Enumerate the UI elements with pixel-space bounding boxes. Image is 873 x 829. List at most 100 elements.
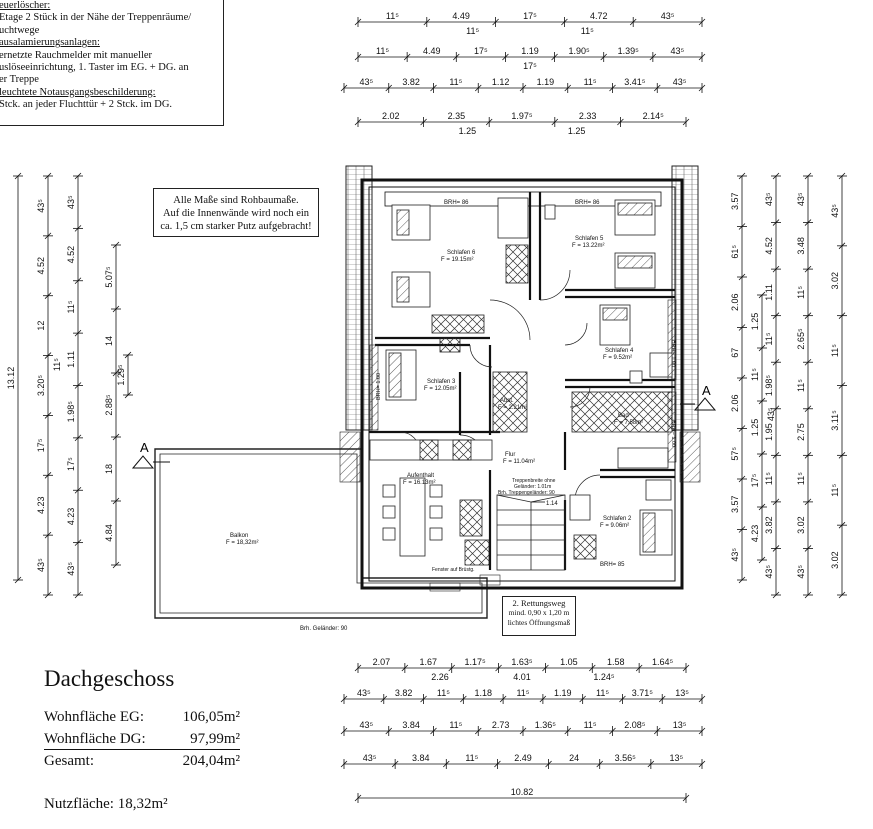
dimension-tick (340, 760, 348, 768)
dimension-label: 1.11 (66, 351, 76, 368)
dimension-tick (112, 369, 120, 377)
dimension-tick (485, 118, 493, 126)
dimension-tick (112, 305, 120, 313)
furniture (369, 197, 673, 566)
brh-label: BRH= 1.00 (670, 340, 676, 367)
dimension-label: 3.84 (402, 720, 420, 730)
dimension-tick (430, 84, 437, 92)
dimension-label: 3.71⁵ (632, 688, 654, 698)
dimension-tick (804, 219, 812, 226)
room-area: F = 2.21m² (498, 405, 527, 411)
dimension-label: 2.49 (514, 753, 532, 763)
usable-area: Nutzfläche: 18,32m² (44, 796, 168, 812)
dimension-tick (460, 695, 467, 703)
summary-label: Wohnfläche EG: (44, 709, 145, 725)
dimension-tick (423, 18, 431, 26)
dimension-sublabel: 43⁵ (766, 407, 776, 421)
dimension-tick (564, 84, 572, 92)
legend-line: Stck. an jeder Fluchttür + 2 Stck. im DG… (0, 99, 173, 111)
dimension-label: 13⁵ (670, 753, 684, 763)
section-markers (131, 397, 717, 469)
dimension-label: 17⁵ (474, 46, 488, 56)
dimension-tick (596, 760, 603, 768)
dimension-tick (551, 53, 558, 61)
dimension-label: 11⁵ (437, 688, 450, 698)
dimension-tick (838, 312, 846, 319)
dimension-tick (609, 727, 616, 735)
room-name: Schlafen 6 (447, 250, 476, 256)
dimension-label: 1.67 (420, 657, 438, 667)
dimension-label: 10.82 (511, 787, 534, 797)
summary-value: 106,05m² (182, 709, 240, 725)
dimension-label: 3.02 (830, 551, 840, 569)
dimension-label: 2.88⁵ (104, 394, 114, 416)
dimension-tick (420, 118, 427, 126)
dimension-label: 1.98⁵ (764, 375, 774, 397)
dimension-tick (738, 374, 746, 382)
dimension-tick (804, 498, 812, 506)
dimension-label: 4.49 (452, 11, 470, 21)
dimension-label: 67 (730, 348, 740, 358)
legend-line: uchtwege (0, 24, 40, 36)
dimension-tick (758, 397, 766, 405)
dimension-label: 4.23 (36, 496, 46, 514)
dimension-tick (653, 727, 661, 735)
dimension-tick (561, 18, 568, 26)
dimension-label: 4.52 (66, 246, 76, 264)
room-name: Bad (618, 413, 629, 419)
dormer-walls (345, 165, 699, 431)
dimension-label: 3.82 (402, 77, 420, 87)
dimension-label: 61⁵ (730, 245, 740, 259)
stair-dim-label: 1.14 (546, 501, 558, 507)
dimension-tick (738, 526, 746, 533)
dimension-sublabel: 11⁵ (466, 26, 479, 36)
dimension-label: 1.19 (554, 688, 572, 698)
dimension-tick (44, 232, 52, 240)
dimension-tick (682, 794, 690, 802)
fire-safety-legend: euerlöscher: Etage 2 Stück in der Nähe d… (0, 0, 224, 126)
dimension-tick (492, 18, 499, 26)
dimension-tick (698, 760, 706, 768)
dimension-label: 1.05 (560, 657, 578, 667)
dimension-tick (804, 405, 812, 413)
dimension-tick (838, 452, 846, 459)
dimension-tick (340, 84, 348, 92)
dimension-label: 11⁵ (584, 720, 597, 730)
dimension-tick (74, 382, 82, 389)
outer-walls (360, 178, 684, 590)
dimension-label: 1.58 (607, 657, 625, 667)
dimension-tick (838, 591, 846, 599)
railing-label: Brh. Geländer: 90 (300, 626, 348, 632)
dimension-tick (354, 664, 362, 672)
dimension-tick (494, 760, 501, 768)
room-area: F = 16.13m² (403, 480, 436, 486)
dimension-tick (380, 695, 388, 703)
brh-label: BRH= 1.00 (670, 420, 676, 447)
dimension-label: 1.64⁵ (652, 657, 674, 667)
dimension-tick (112, 561, 120, 569)
dimension-tick (649, 53, 657, 61)
dimension-tick (609, 84, 616, 92)
dimension-tick (804, 591, 812, 599)
area-summary: Dachgeschoss Wohnfläche EG: 106,05m² Woh… (44, 666, 244, 812)
dimension-tick (44, 352, 52, 359)
dimension-label: 11⁵ (764, 472, 774, 485)
room-name: Abst. (500, 398, 514, 404)
legend-line: uslöseeinrichtung, 1. Taster im EG. + DG… (0, 62, 189, 74)
dimension-tick (453, 53, 460, 61)
summary-row: Wohnfläche EG: 106,05m² (44, 706, 240, 728)
dimension-tick (772, 219, 780, 226)
dimension-label: 11⁵ (376, 46, 389, 56)
dimension-tick (44, 472, 52, 479)
dimension-label: 1.12 (492, 77, 510, 87)
dimension-tick (474, 84, 482, 92)
dimension-tick (74, 225, 82, 232)
dimension-label: 4.52 (764, 237, 774, 255)
dimension-tick (340, 727, 348, 735)
dimension-tick (551, 118, 559, 126)
dimension-sublabel: 17⁵ (523, 61, 537, 71)
dimension-tick (804, 452, 812, 459)
dimension-tick (74, 277, 82, 285)
dimension-label: 43⁵ (363, 753, 377, 763)
